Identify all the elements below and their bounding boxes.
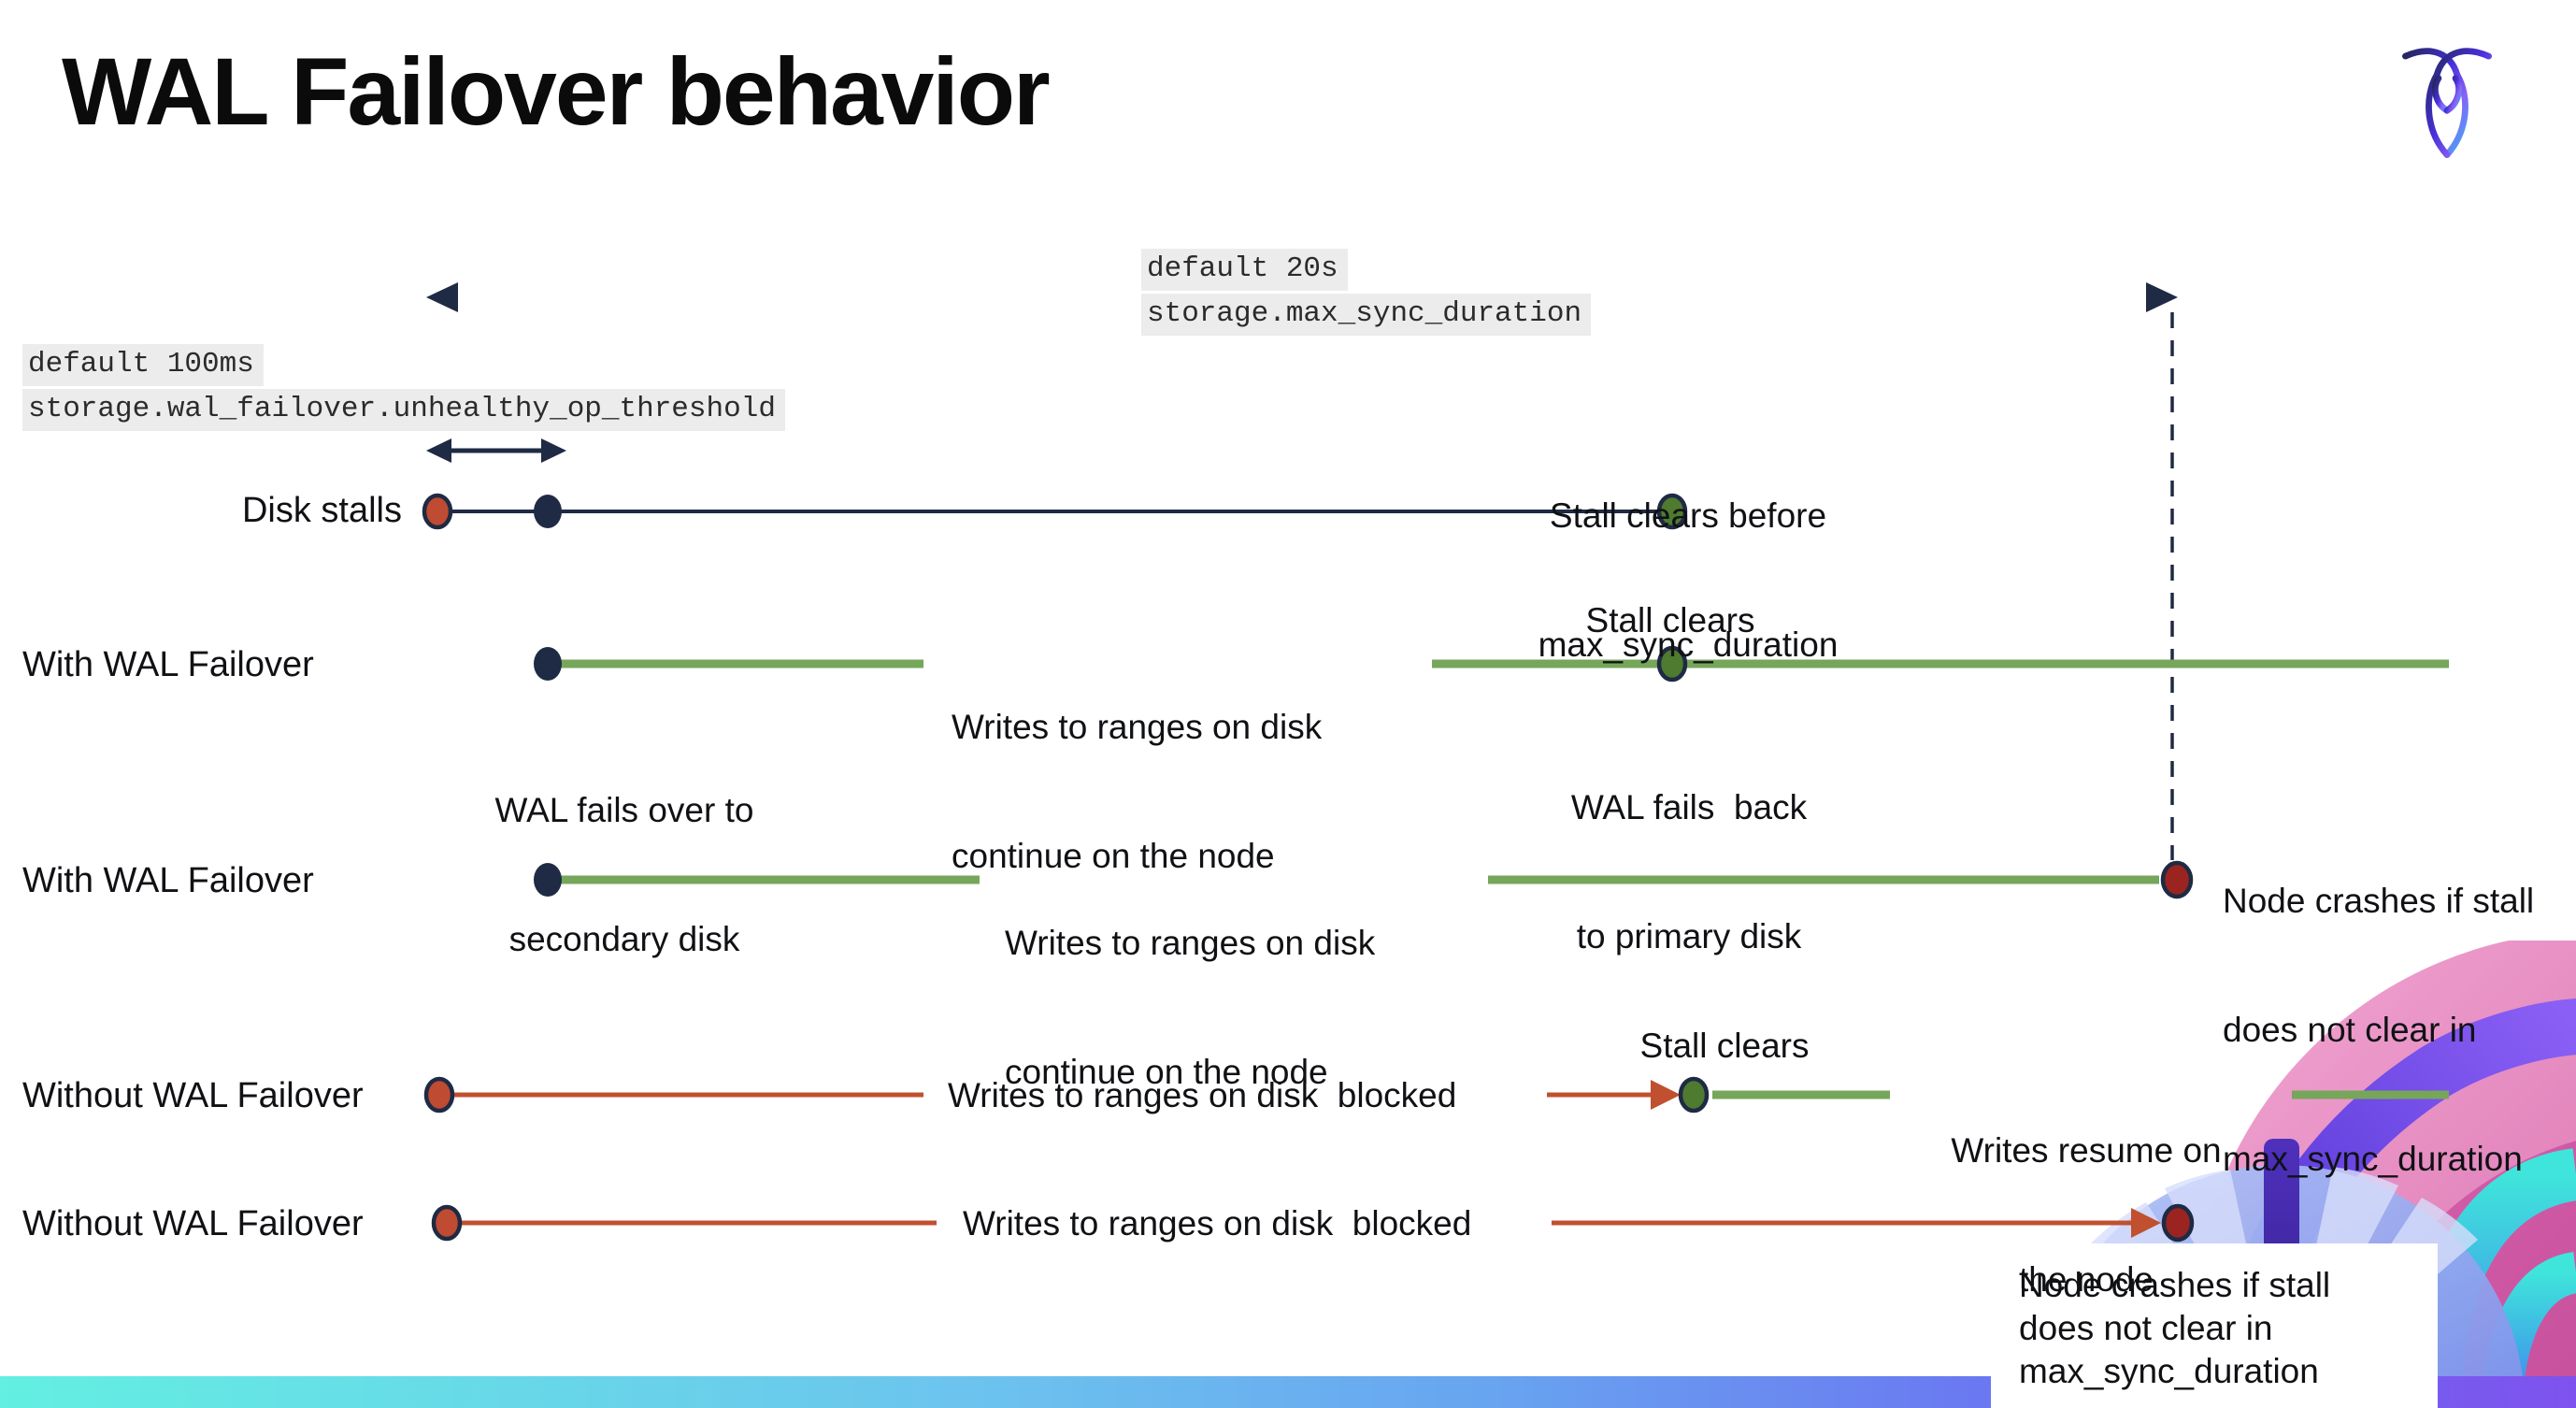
timeline-without-wal-failover-1 xyxy=(423,1076,2449,1113)
arrowhead-left xyxy=(426,438,451,463)
stall-clears-dot xyxy=(1656,645,1688,682)
annotation-wal-fails-over: WAL fails over to secondary disk xyxy=(495,703,754,1047)
annotation-line: Node crashes if stall xyxy=(2223,882,2535,920)
annotation-line: does not clear in xyxy=(2223,1011,2477,1049)
annotation-line: Stall clears before xyxy=(1549,496,1827,535)
config-default-value: default 100ms xyxy=(22,344,264,386)
timeline-without-wal-failover-2 xyxy=(431,1203,2195,1243)
config-label-unhealthy-op-threshold: default 100ms storage.wal_failover.unhea… xyxy=(22,344,785,434)
logo-branch-left xyxy=(2432,75,2451,114)
row-label-disk-stalls: Disk stalls xyxy=(241,491,402,530)
arrowhead-left xyxy=(426,282,458,312)
stall-clears-dot xyxy=(1656,493,1688,530)
annotation-line: max_sync_duration xyxy=(1538,625,1839,664)
timeline-disk-stalls xyxy=(422,493,1688,530)
annotation-line: WAL fails back xyxy=(1570,788,1808,826)
annotation-writes-continue-1: Writes to ranges on disk continue on the… xyxy=(952,620,1322,964)
annotation-wal-fails-back: WAL fails back to primary disk xyxy=(1571,700,1807,1044)
page-title: WAL Failover behavior xyxy=(62,38,1051,145)
annotation-line: Writes to ranges on disk xyxy=(952,708,1323,746)
stall-start-dot xyxy=(431,1204,463,1242)
unhealthy-op-threshold-arrow xyxy=(426,438,566,463)
annotation-stall-clears-before: Stall clears before max_sync_duration xyxy=(1538,409,1839,753)
timeline-with-wal-failover-1 xyxy=(534,645,2449,682)
blocked-arrowhead xyxy=(1651,1080,1681,1110)
config-label-max-sync-duration: default 20s storage.max_sync_duration xyxy=(1141,249,1592,338)
node-crash-callout-box: Node crashes if stall does not clear in … xyxy=(1991,1243,2438,1408)
annotation-line: the node xyxy=(2018,1260,2154,1299)
annotation-writes-blocked-1: Writes to ranges on disk blocked xyxy=(948,1076,1457,1114)
stall-clears-dot xyxy=(1678,1076,1710,1113)
annotation-writes-blocked-2: Writes to ranges on disk blocked xyxy=(963,1204,1472,1243)
annotation-stall-clears-row1: Stall clears xyxy=(1585,601,1755,639)
node-crash-dot xyxy=(2161,1203,2195,1243)
threshold-reached-dot xyxy=(534,495,562,528)
annotation-line: secondary disk xyxy=(508,920,740,958)
cockroachdb-logo-icon xyxy=(2402,48,2492,158)
row-label-without-wal-failover-2: Without WAL Failover xyxy=(22,1204,364,1243)
annotation-line: continue on the node xyxy=(952,837,1275,875)
annotation-line: to primary disk xyxy=(1576,917,1802,955)
annotation-line: WAL fails over to xyxy=(494,791,754,829)
stall-start-dot xyxy=(422,493,453,530)
annotation-line: Writes resume on xyxy=(1951,1131,2222,1170)
arrowhead-right xyxy=(541,438,566,463)
row-label-with-wal-failover-2: With WAL Failover xyxy=(22,861,314,900)
row-label-without-wal-failover-1: Without WAL Failover xyxy=(22,1076,364,1115)
callout-line: max_sync_duration xyxy=(2019,1352,2319,1390)
logo-antenna-right xyxy=(2426,48,2492,158)
timeline-with-wal-failover-2 xyxy=(534,860,2194,899)
config-setting-name: storage.max_sync_duration xyxy=(1141,294,1592,336)
config-default-value: default 20s xyxy=(1141,249,1348,291)
row-label-with-wal-failover-1: With WAL Failover xyxy=(22,645,314,684)
callout-line: Node crashes if stall xyxy=(2019,1266,2331,1304)
node-crash-callout-text: Node crashes if stall does not clear in … xyxy=(1991,1243,2438,1393)
callout-line: does not clear in xyxy=(2019,1309,2273,1347)
annotation-line: max_sync_duration xyxy=(2223,1140,2523,1178)
annotation-line: continue on the node xyxy=(1005,1053,1328,1091)
failover-dot xyxy=(534,647,562,681)
blocked-arrowhead xyxy=(2131,1208,2161,1238)
logo-antenna-left xyxy=(2402,48,2469,158)
arrowhead-right xyxy=(2146,282,2178,312)
annotation-writes-continue-2: Writes to ranges on disk continue on the… xyxy=(1005,836,1375,1180)
annotation-stall-clears-row3: Stall clears xyxy=(1639,1027,1810,1065)
stall-start-dot xyxy=(423,1076,455,1113)
config-setting-name: storage.wal_failover.unhealthy_op_thresh… xyxy=(22,389,785,431)
logo-branch-right xyxy=(2443,75,2462,114)
annotation-line: Writes to ranges on disk xyxy=(1005,924,1376,962)
annotation-node-crashes-row2: Node crashes if stall does not clear in … xyxy=(2223,794,2534,1267)
annotation-writes-resume: Writes resume on the node xyxy=(1951,1043,2221,1387)
node-crash-dot xyxy=(2160,860,2194,899)
failover-dot xyxy=(534,863,562,897)
